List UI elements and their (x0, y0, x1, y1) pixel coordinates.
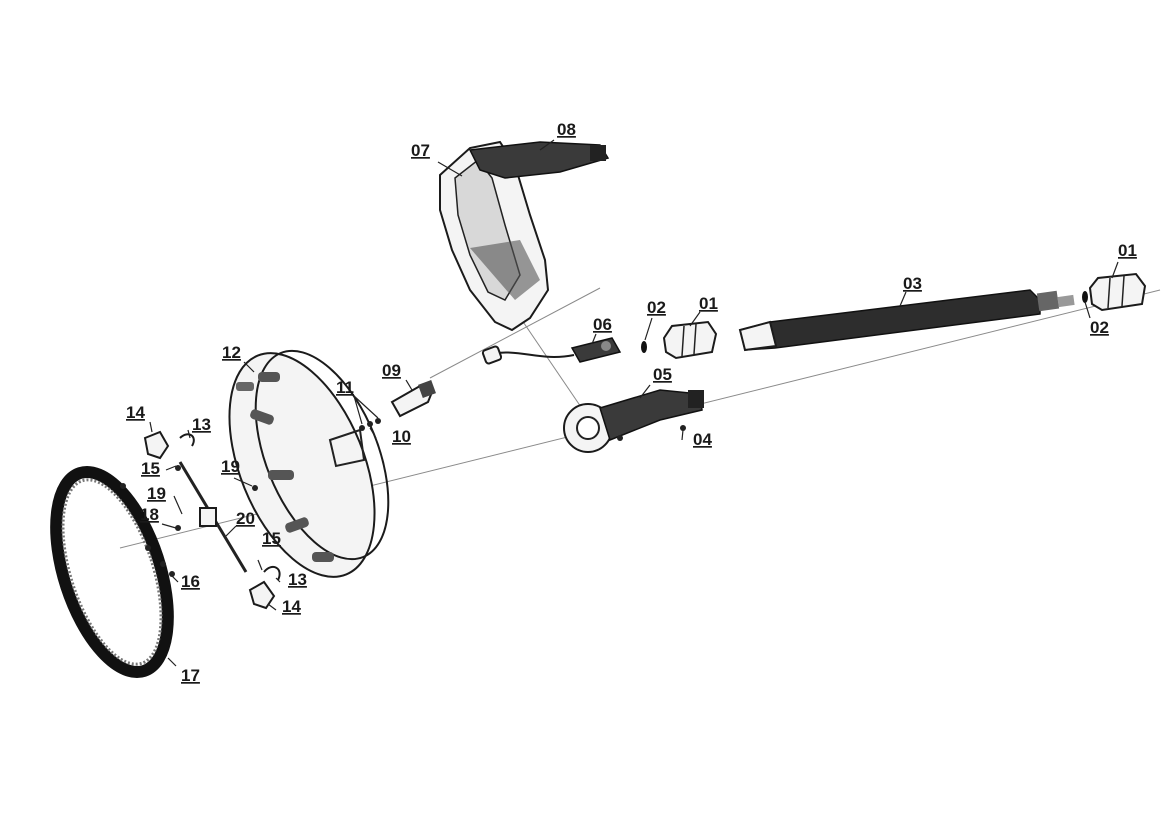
part-06-hose (481, 337, 622, 365)
part-08-trigger (468, 141, 610, 179)
part-20-axle (178, 461, 248, 573)
part-14-bracket-bottom (248, 580, 276, 610)
label-01-right: 01 (1118, 241, 1137, 260)
label-02-right: 02 (1090, 318, 1109, 337)
label-19-left: 19 (147, 484, 166, 503)
label-19-right: 19 (221, 457, 240, 476)
label-13-top: 13 (192, 415, 211, 434)
part-01-nut-right (1088, 272, 1147, 312)
label-13-bottom: 13 (288, 570, 307, 589)
label-04: 04 (693, 430, 712, 449)
part-13-clip-bottom (263, 565, 281, 581)
part-small-screws (120, 465, 258, 577)
label-14-bottom: 14 (282, 597, 301, 616)
label-05: 05 (653, 365, 672, 384)
part-03-lance (738, 289, 1075, 352)
part-09-connector (390, 380, 436, 418)
part-02-orings (641, 291, 1088, 353)
label-09: 09 (382, 361, 401, 380)
part-05-swivel-nozzle (563, 389, 704, 453)
label-17: 17 (181, 666, 200, 685)
leader-lines (149, 139, 1119, 667)
label-08: 08 (557, 120, 576, 139)
label-06: 06 (593, 315, 612, 334)
part-14-bracket-top (143, 430, 170, 460)
label-10: 10 (392, 427, 411, 446)
label-01-left: 01 (699, 294, 718, 313)
label-02-left: 02 (647, 298, 666, 317)
part-04-small-seal (617, 425, 686, 441)
label-03: 03 (903, 274, 922, 293)
part-13-clip-top (179, 433, 195, 447)
label-07: 07 (411, 141, 430, 160)
label-16: 16 (181, 572, 200, 591)
part-01-nut-left (662, 320, 718, 360)
label-11: 11 (336, 378, 354, 397)
label-18: 18 (140, 505, 159, 524)
label-15-bottom: 15 (262, 529, 281, 548)
part-17-tyre-ring (50, 465, 174, 679)
part-10-11-seals (359, 418, 381, 431)
label-14-top: 14 (126, 403, 145, 422)
label-12: 12 (222, 343, 241, 362)
label-20: 20 (236, 509, 255, 528)
label-15-top: 15 (141, 459, 160, 478)
part-12-wheel-housing (228, 349, 390, 578)
part-labels: 01 01 02 02 03 04 05 06 07 08 09 10 11 1… (126, 120, 1137, 685)
